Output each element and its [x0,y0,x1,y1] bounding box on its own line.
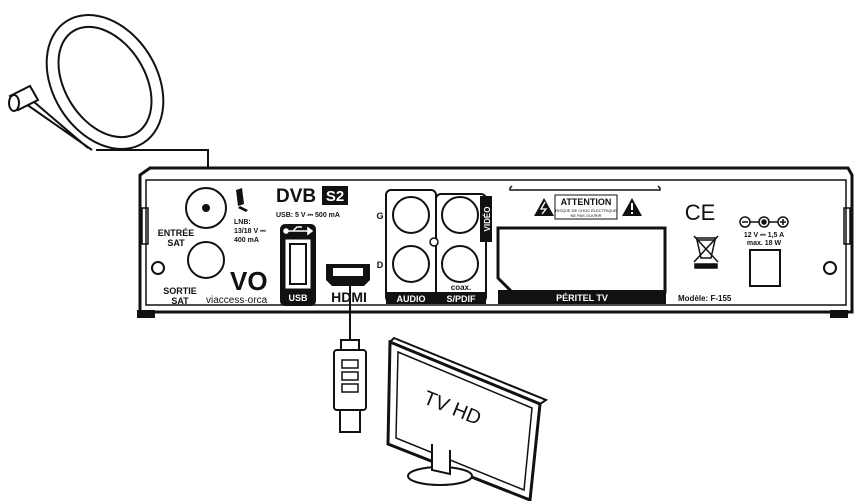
sat-out-connector [187,241,225,279]
entree-sat-label: SAT [167,238,185,248]
sat-in-connector [185,187,227,229]
coax-label: coax. [451,283,471,292]
audio-right-label: D [377,260,384,270]
lnb-current: 400 mA [234,237,259,244]
model-label: Modèle: F-155 [678,294,732,303]
power-spec: 12 V ⎓ 1,5 A [744,232,784,239]
usb-spec-label: USB: 5 V ⎓ 500 mA [276,212,340,219]
svg-text:DVB: DVB [276,186,316,207]
ce-mark: CE [685,200,716,225]
usb-port [280,224,316,306]
receiver-back-panel [137,166,854,318]
warning-label: ATTENTION RISQUE DE CHOC ÉLECTRIQUE NE P… [554,194,618,220]
polarity-icon [739,216,789,228]
warning-line1: RISQUE DE CHOC ÉLECTRIQUE [555,208,617,213]
viaccess-logo: viaccess·orca [206,295,268,306]
entree-label: ENTRÉE [158,228,195,238]
warning-triangle-right-icon [622,198,642,216]
hdmi-plug-icon [333,339,367,433]
svg-text:S2: S2 [326,188,344,205]
sortie-label: SORTIE [163,286,197,296]
peritel-scart-port [496,185,667,304]
vo-logo: VO [230,266,268,296]
power-jack [749,249,781,287]
video-label: VIDÉO [483,207,492,232]
power-max: max. 18 W [747,240,782,247]
warning-triangle-left-icon [534,198,554,216]
warning-title: ATTENTION [561,197,612,207]
satellite-dish-icon [8,14,209,190]
peritel-label: PÉRITEL TV [556,293,608,303]
crossed-bin-icon [693,235,719,269]
television-icon [386,336,549,501]
lnb-icon [236,188,248,212]
av-connector-block [385,189,492,304]
hdmi-port [326,264,370,286]
lnb-voltage: 13/18 V ⎓ [234,228,266,235]
warning-line2: NE PAS OUVRIR [570,213,601,218]
dvb-s2-logo: DVB S2 [276,186,348,207]
usb-label: USB [288,293,308,303]
lnb-label: LNB: [234,219,251,226]
sortie-sat-label: SAT [171,296,189,306]
usb-symbol-icon [283,226,314,236]
audio-label: AUDIO [397,294,426,304]
spdif-label: S/PDIF [446,294,476,304]
audio-left-label: G [376,211,383,221]
